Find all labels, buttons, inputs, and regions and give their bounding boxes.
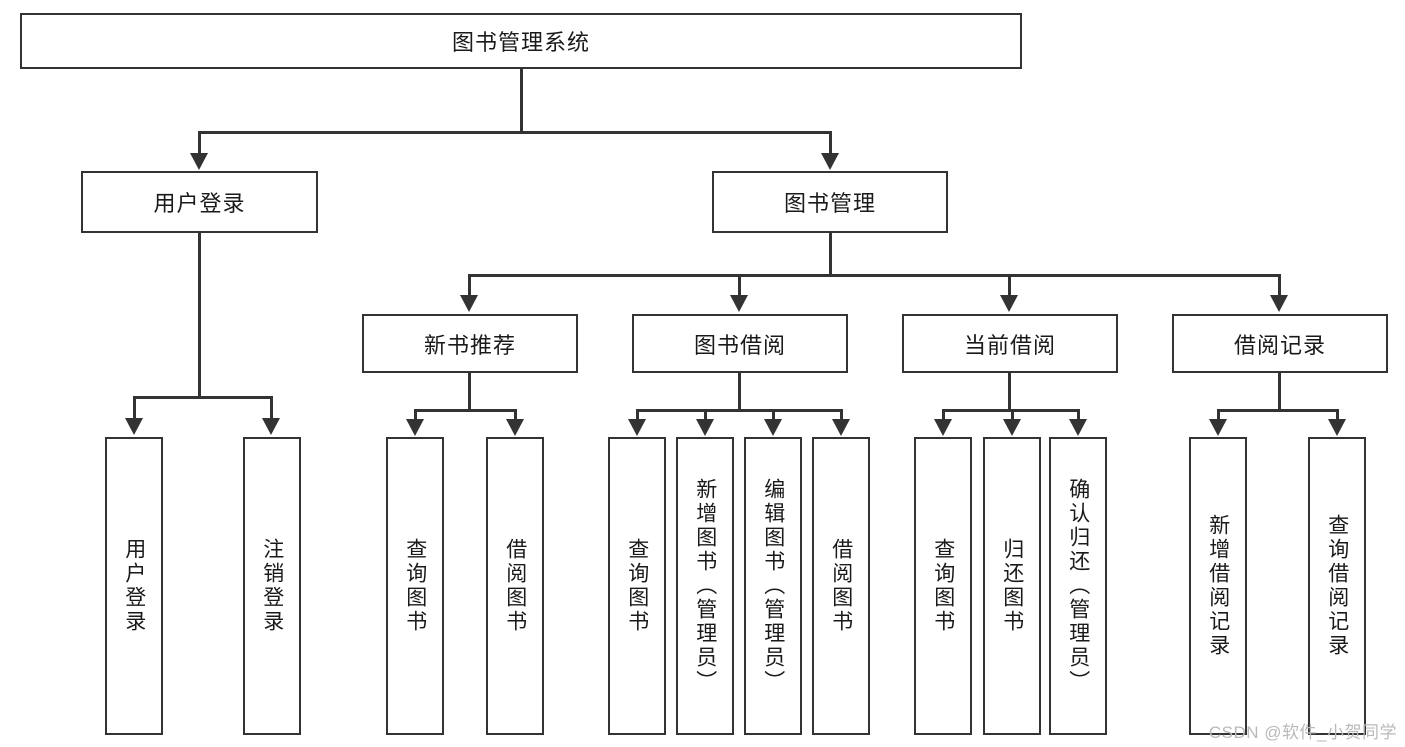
node-label: 用户登录: [122, 538, 146, 634]
node-new-book-recommend[interactable]: 新书推荐: [362, 314, 578, 373]
edge-book-management-trunk: [829, 233, 832, 275]
arrow-down-icon-nbr-leaf-1: [406, 419, 424, 436]
edge-bb-to-leaf-3: [772, 409, 775, 421]
edge-root-to-book-management: [829, 131, 832, 158]
arrow-down-icon-user-login: [190, 153, 208, 170]
edge-user-login-to-leaf-1: [133, 396, 136, 420]
watermark-text: CSDN @软件_小贺同学: [1208, 723, 1397, 742]
leaf-add-book-admin[interactable]: 新增图书（管理员）: [676, 437, 734, 735]
arrow-down-icon-bb-leaf-2: [696, 419, 714, 436]
arrow-down-icon-br-leaf-2: [1328, 419, 1346, 436]
leaf-query-book-current[interactable]: 查询图书: [914, 437, 972, 735]
edge-root-to-user-login: [198, 131, 201, 158]
node-book-borrow[interactable]: 图书借阅: [632, 314, 848, 373]
arrow-down-icon-borrow-record: [1270, 295, 1288, 312]
edge-nbr-to-leaf-1: [414, 409, 417, 421]
edge-current-borrow-trunk: [1008, 373, 1011, 411]
edge-br-to-leaf-2: [1336, 409, 1339, 421]
node-label: 查询图书: [931, 538, 955, 634]
node-label: 编辑图书（管理员）: [761, 478, 785, 694]
node-label: 查询图书: [625, 538, 649, 634]
node-label: 当前借阅: [963, 332, 1056, 358]
edge-root-bus: [198, 131, 832, 134]
node-label: 借阅图书: [503, 538, 527, 634]
node-current-borrow[interactable]: 当前借阅: [902, 314, 1118, 373]
leaf-edit-book-admin[interactable]: 编辑图书（管理员）: [744, 437, 802, 735]
arrow-down-icon-cb-leaf-2: [1003, 419, 1021, 436]
arrow-down-icon-nbr-leaf-2: [506, 419, 524, 436]
edge-user-login-trunk: [198, 233, 201, 398]
leaf-user-login[interactable]: 用户登录: [105, 437, 163, 735]
node-root-book-management-system[interactable]: 图书管理系统: [20, 13, 1022, 69]
edge-new-book-recommend-trunk: [468, 373, 471, 411]
edge-to-new-book-recommend: [468, 274, 471, 297]
edge-bb-to-leaf-1: [636, 409, 639, 421]
edge-to-borrow-record: [1278, 274, 1281, 297]
node-label: 用户登录: [153, 191, 246, 216]
node-user-login[interactable]: 用户登录: [81, 171, 318, 233]
arrow-down-icon-bb-leaf-3: [764, 419, 782, 436]
edge-nbr-to-leaf-2: [514, 409, 517, 421]
edge-cb-to-leaf-3: [1077, 409, 1080, 421]
edge-borrow-record-trunk: [1278, 373, 1281, 411]
edge-to-book-borrow: [738, 274, 741, 297]
arrow-down-icon-book-management: [821, 153, 839, 170]
leaf-add-borrow-record[interactable]: 新增借阅记录: [1189, 437, 1247, 735]
edge-current-borrow-bus: [942, 409, 1078, 412]
arrow-down-icon-bb-leaf-1: [628, 419, 646, 436]
leaf-confirm-return-admin[interactable]: 确认归还（管理员）: [1049, 437, 1107, 735]
node-book-management[interactable]: 图书管理: [712, 171, 948, 233]
node-label: 新增图书（管理员）: [693, 478, 717, 694]
node-label: 注销登录: [260, 538, 284, 634]
edge-user-login-to-leaf-2: [270, 396, 273, 420]
node-label: 借阅图书: [829, 538, 853, 634]
node-label: 归还图书: [1000, 538, 1024, 634]
arrow-down-icon-new-book-recommend: [460, 295, 478, 312]
arrow-down-icon-br-leaf-1: [1209, 419, 1227, 436]
node-label: 图书借阅: [693, 332, 786, 358]
edge-bb-to-leaf-2: [704, 409, 707, 421]
edge-borrow-record-bus: [1217, 409, 1337, 412]
leaf-return-book[interactable]: 归还图书: [983, 437, 1041, 735]
edge-new-book-recommend-bus: [414, 409, 516, 412]
edge-book-borrow-trunk: [738, 373, 741, 411]
leaf-logout[interactable]: 注销登录: [243, 437, 301, 735]
edge-book-management-bus: [468, 274, 1280, 277]
leaf-query-book-recommend[interactable]: 查询图书: [386, 437, 444, 735]
arrow-down-icon-cb-leaf-3: [1069, 419, 1087, 436]
arrow-down-icon-bb-leaf-4: [832, 419, 850, 436]
node-label: 图书管理: [783, 191, 876, 216]
edge-br-to-leaf-1: [1217, 409, 1220, 421]
edge-root-trunk: [520, 69, 523, 132]
node-label: 借阅记录: [1233, 332, 1326, 358]
node-label: 查询借阅记录: [1325, 514, 1349, 658]
leaf-borrow-book[interactable]: 借阅图书: [812, 437, 870, 735]
edge-user-login-bus: [133, 396, 272, 399]
edge-book-borrow-bus: [636, 409, 842, 412]
leaf-query-book-borrow[interactable]: 查询图书: [608, 437, 666, 735]
arrow-down-icon-leaf-logout: [262, 418, 280, 435]
edge-cb-to-leaf-1: [942, 409, 945, 421]
node-label: 新书推荐: [423, 332, 516, 358]
node-label: 查询图书: [403, 538, 427, 634]
leaf-query-borrow-record[interactable]: 查询借阅记录: [1308, 437, 1366, 735]
arrow-down-icon-cb-leaf-1: [934, 419, 952, 436]
node-borrow-record[interactable]: 借阅记录: [1172, 314, 1388, 373]
edge-to-current-borrow: [1008, 274, 1011, 297]
node-label: 图书管理系统: [451, 30, 590, 55]
edge-bb-to-leaf-4: [840, 409, 843, 421]
arrow-down-icon-book-borrow: [730, 295, 748, 312]
leaf-borrow-book-recommend[interactable]: 借阅图书: [486, 437, 544, 735]
arrow-down-icon-leaf-user-login: [125, 418, 143, 435]
arrow-down-icon-current-borrow: [1000, 295, 1018, 312]
edge-cb-to-leaf-2: [1011, 409, 1014, 421]
node-label: 确认归还（管理员）: [1066, 478, 1090, 694]
node-label: 新增借阅记录: [1206, 514, 1230, 658]
